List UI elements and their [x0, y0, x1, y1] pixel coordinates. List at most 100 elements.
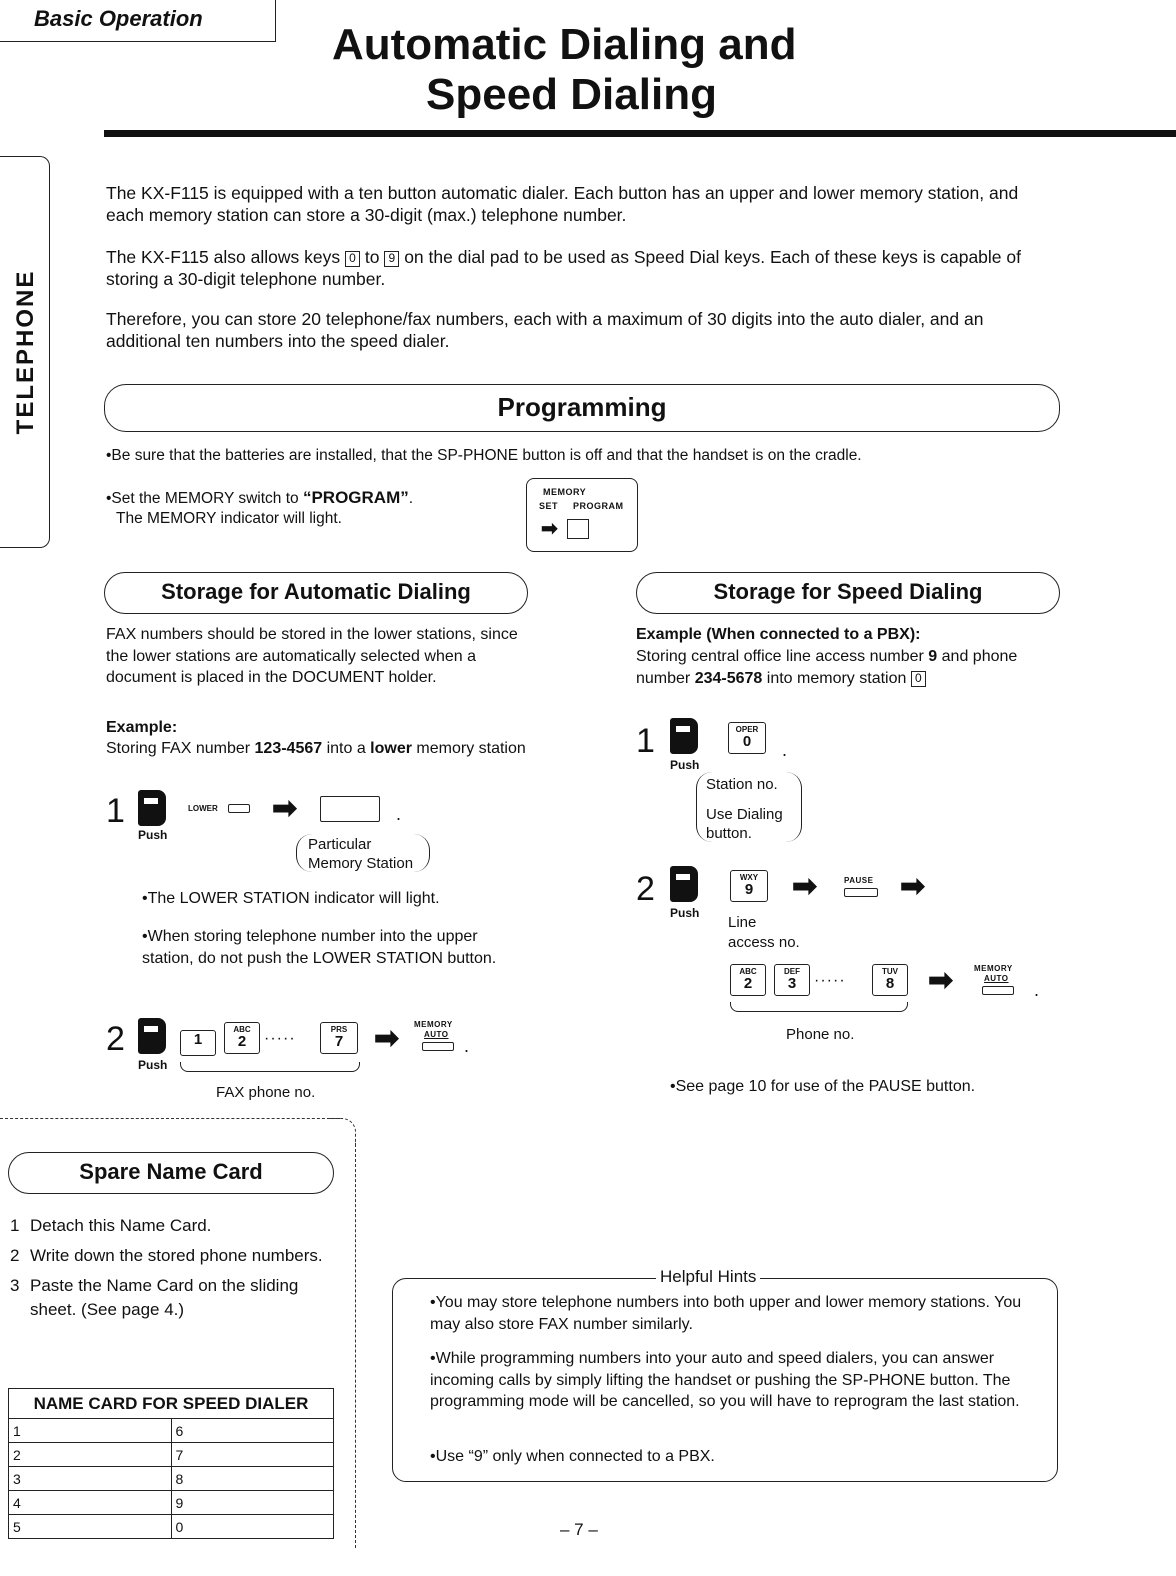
intro-p2-text-b: to: [364, 247, 380, 267]
cut-line-top: [0, 1118, 340, 1119]
auto-step-2-push: Push: [138, 1058, 168, 1072]
intro-paragraph-2: The KX-F115 also allows keys 0 to 9 on t…: [106, 246, 1046, 290]
page-title-line1: Automatic Dialing and: [332, 20, 797, 69]
speed-key-dots: ·····: [814, 972, 846, 989]
speed-step-2-push: Push: [670, 906, 700, 920]
speed-step-1-number: 1: [636, 722, 655, 760]
station-bracket: [696, 772, 802, 842]
programming-bullet-2-a: •Set the MEMORY switch to: [106, 490, 303, 507]
name-card-table-title: NAME CARD FOR SPEED DIALER: [8, 1388, 334, 1419]
arrow-right-icon: ➡: [792, 870, 818, 903]
helpful-hints-title: Helpful Hints: [656, 1267, 761, 1287]
pause-button-label: PAUSE: [844, 876, 874, 885]
hint-1: •You may store telephone numbers into bo…: [430, 1294, 1022, 1333]
auto-step-1-period: .: [396, 804, 402, 824]
speed-example-c: into memory station: [762, 669, 907, 687]
arrow-right-icon: ➡: [272, 792, 298, 825]
auto-example-number: 123-4567: [254, 740, 323, 757]
speed-step-2-period: .: [1034, 980, 1040, 1000]
memory-auto-button-icon: [982, 986, 1014, 995]
push-finger-icon: [670, 718, 698, 754]
memory-switch-illustration: MEMORY SET PROGRAM ➡: [526, 478, 638, 552]
auto-example-b: into a: [322, 740, 371, 757]
speed-step-1-period: .: [782, 740, 788, 760]
section-tab: Basic Operation: [0, 0, 276, 42]
speed-example-label: Example (When connected to a PBX):: [636, 626, 921, 643]
auto-step-1-push: Push: [138, 828, 168, 842]
auto-example-lower: lower: [370, 740, 412, 757]
lower-button-label: LOWER: [188, 804, 218, 813]
intro-p2-text-c: on the dial pad to be used as Speed Dial…: [106, 247, 1021, 289]
particular-line-1: Particular: [308, 836, 372, 853]
mem-auto-memory-label: MEMORY: [414, 1020, 453, 1029]
switch-slider-icon: [567, 519, 589, 539]
fax-number-brace: [180, 1062, 360, 1072]
key-1-icon: 1: [180, 1030, 216, 1056]
switch-memory-label: MEMORY: [543, 487, 587, 497]
push-finger-icon: [138, 1018, 166, 1054]
speed-example-number: 234-5678: [694, 669, 763, 687]
speed-mem-auto-auto-label: AUTO: [984, 974, 1009, 983]
page-number: – 7 –: [560, 1520, 598, 1539]
memory-auto-button-icon: [422, 1042, 454, 1051]
auto-example-a: Storing FAX number: [106, 740, 255, 757]
key-9-icon: 9: [384, 251, 400, 267]
speed-example-text: Storing central office line access numbe…: [636, 646, 1036, 689]
fax-phone-no-label: FAX phone no.: [216, 1084, 316, 1101]
phone-no-label: Phone no.: [786, 1026, 855, 1043]
pause-button-icon: [844, 888, 878, 897]
push-finger-icon: [670, 866, 698, 902]
key-0-icon: 0: [344, 251, 360, 267]
programming-bullet-2-line2: The MEMORY indicator will light.: [116, 510, 342, 527]
mem-auto-auto-label: AUTO: [424, 1030, 449, 1039]
memory-station-button-icon: [320, 796, 380, 822]
switch-set-label: SET: [539, 501, 559, 511]
speed-step-1-push: Push: [670, 758, 700, 772]
speed-step-2-number: 2: [636, 870, 655, 908]
lower-button-icon: [228, 804, 250, 813]
auto-example-c: memory station: [411, 740, 526, 757]
use-dialing-label: Use Dialing: [706, 806, 783, 823]
intro-p2-text-a: The KX-F115 also allows keys: [106, 247, 341, 267]
key-0-icon: 0: [910, 670, 926, 687]
auto-step-2-number: 2: [106, 1020, 125, 1058]
auto-note-2: •When storing telephone number into the …: [142, 928, 497, 967]
auto-example-label: Example:: [106, 719, 178, 736]
pause-note: •See page 10 for use of the PAUSE button…: [670, 1078, 976, 1095]
arrow-right-icon: ➡: [928, 964, 954, 997]
storage-auto-heading: Storage for Automatic Dialing: [104, 572, 528, 614]
page-title-line2: Speed Dialing: [426, 70, 717, 119]
hint-2: •While programming numbers into your aut…: [430, 1350, 1020, 1410]
speed-example-a: Storing central office line access numbe…: [636, 648, 929, 665]
particular-line-2: Memory Station: [308, 855, 414, 872]
programming-heading: Programming: [104, 384, 1060, 432]
station-no-label: Station no.: [706, 776, 778, 793]
cut-line-right: [355, 1144, 356, 1548]
programming-bullet-1: •Be sure that the batteries are installe…: [106, 447, 862, 464]
switch-arrow-icon: ➡: [541, 518, 558, 540]
speed-example-9: 9: [928, 648, 938, 665]
storage-speed-heading: Storage for Speed Dialing: [636, 572, 1060, 614]
push-finger-icon: [138, 790, 166, 826]
side-tab: [0, 156, 50, 548]
program-word: “PROGRAM”: [302, 488, 409, 507]
intro-paragraph-1: The KX-F115 is equipped with a ten butto…: [106, 183, 1019, 225]
auto-example-text: Storing FAX number 123-4567 into a lower…: [106, 738, 526, 760]
title-rule: [104, 130, 1176, 137]
arrow-right-icon: ➡: [900, 870, 926, 903]
auto-step-2-period: .: [464, 1036, 470, 1056]
cut-line-corner: [330, 1118, 356, 1144]
line-label: Line: [728, 914, 757, 931]
phone-number-brace: [730, 1002, 908, 1012]
speed-mem-auto-memory-label: MEMORY: [974, 964, 1013, 973]
